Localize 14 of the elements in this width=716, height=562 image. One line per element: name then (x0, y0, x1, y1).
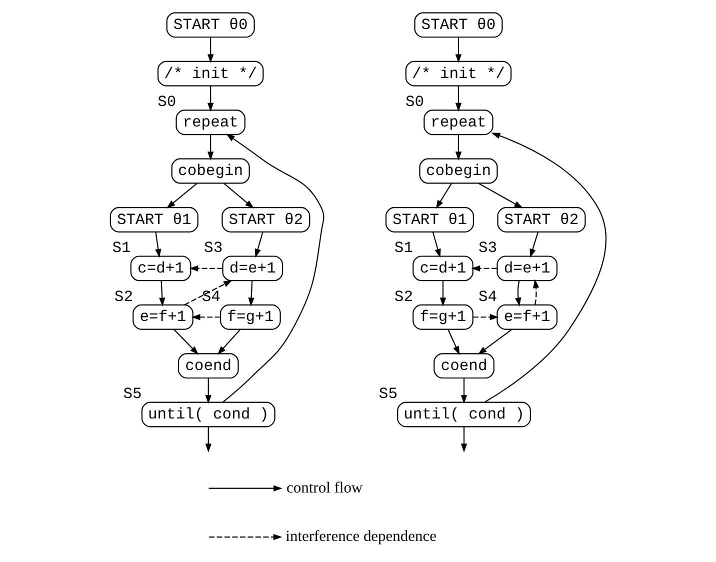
node-label: S4 (201, 288, 220, 306)
node-label: S3 (478, 239, 497, 258)
node-label: S4 (478, 288, 497, 306)
node-label: S3 (204, 239, 222, 258)
node-label: S2 (114, 288, 133, 306)
node-label: S0 (157, 92, 176, 111)
node-label: S5 (122, 385, 142, 404)
node-label: S5 (378, 385, 398, 404)
node-label: S2 (394, 288, 412, 306)
legend-label: control flow (286, 479, 362, 496)
node-label: S0 (404, 92, 424, 111)
legend-label: interference dependence (285, 528, 436, 546)
node-label: S1 (112, 239, 130, 258)
node-label: S1 (394, 239, 412, 258)
